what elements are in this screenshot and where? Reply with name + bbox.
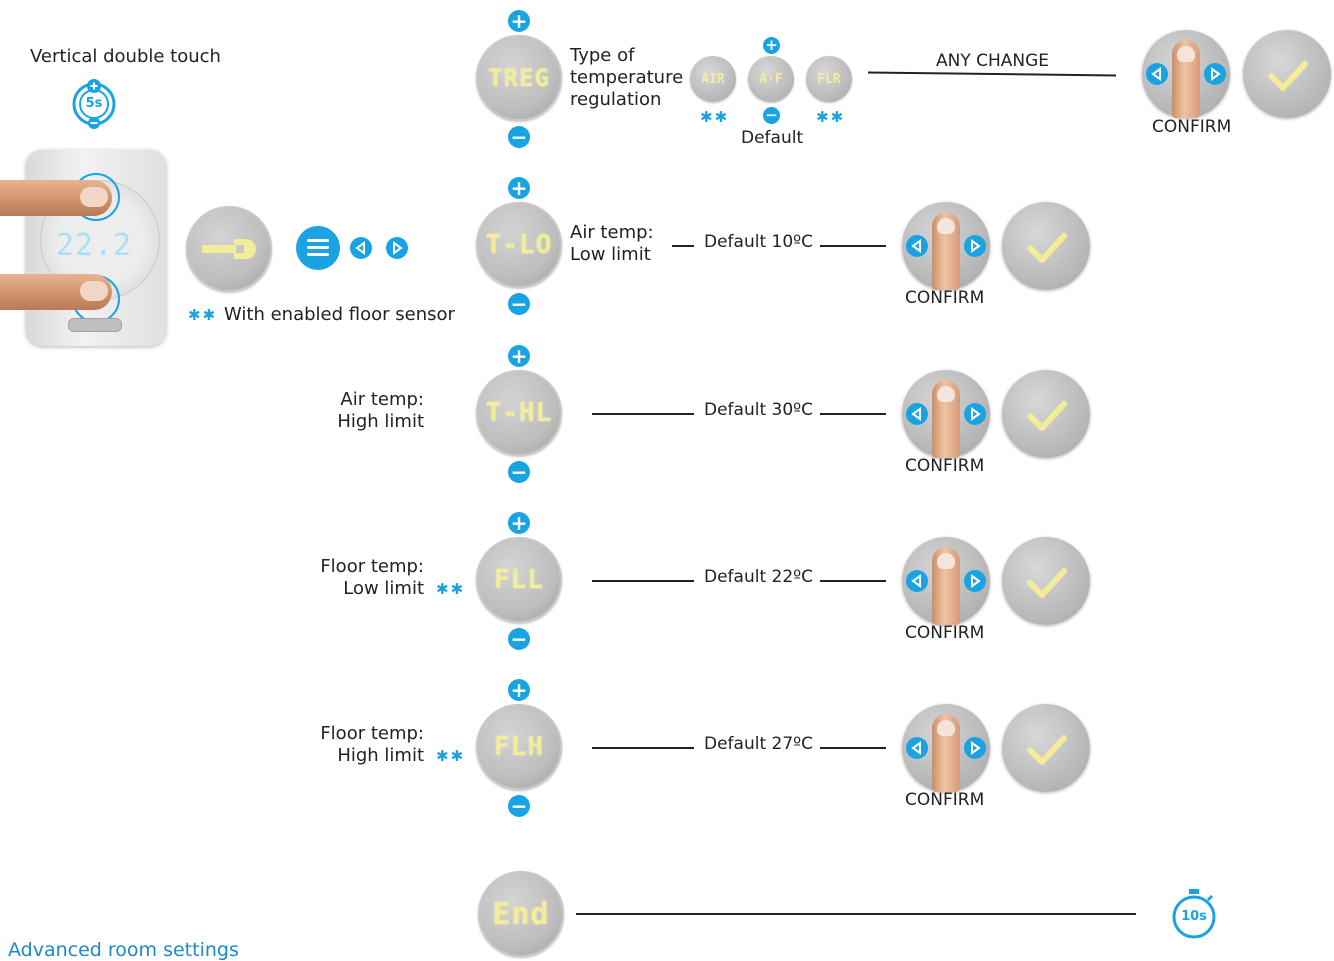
confirm-right-arrow-icon	[1204, 63, 1226, 85]
treg-confirm-label: CONFIRM	[1152, 117, 1232, 137]
row-minus-icon[interactable]: −	[508, 293, 530, 315]
row-confirm-label: CONFIRM	[905, 288, 985, 308]
option-air-label: AIR	[701, 71, 725, 87]
treg-label-1: Type of	[570, 45, 635, 66]
row-minus-icon[interactable]: −	[508, 795, 530, 817]
row-label-1: Air temp:	[570, 222, 654, 243]
row-param-code: FLL	[494, 565, 544, 595]
row-param-code: FLH	[494, 732, 544, 762]
end-button[interactable]: End	[478, 871, 564, 957]
treg-label-2: temperature	[570, 67, 684, 88]
option-af-button[interactable]: A·F	[748, 56, 794, 102]
thermostat-device: 22.2	[0, 150, 166, 346]
confirm-left-arrow-icon	[906, 737, 928, 759]
end-code: End	[492, 896, 550, 932]
row-0-param-button[interactable]: T-LO	[476, 202, 562, 288]
treg-button[interactable]: TREG	[476, 35, 562, 121]
wrench-button[interactable]	[186, 206, 272, 292]
hold-time-label: 5s	[85, 96, 103, 111]
row-default-value: Default 30ºC	[704, 400, 814, 420]
row-0-check-button[interactable]	[1002, 202, 1090, 290]
any-change-label: ANY CHANGE	[936, 51, 1050, 71]
treg-check-button[interactable]	[1243, 30, 1331, 118]
row-label-2: Low limit	[343, 578, 424, 599]
right-arrow-icon[interactable]	[386, 237, 408, 259]
air-stars-icon: ✱✱	[700, 108, 730, 126]
hold-5s-icon: 5s	[70, 78, 118, 130]
row-label-1: Floor temp:	[320, 723, 424, 744]
treg-label-3: regulation	[570, 89, 662, 110]
check-icon	[1027, 401, 1067, 431]
row-confirm-label: CONFIRM	[905, 456, 985, 476]
row-default-value: Default 27ºC	[704, 734, 814, 754]
row-label-2: High limit	[337, 411, 424, 432]
row-floor-sensor-stars-icon: ✱✱	[436, 580, 466, 598]
row-floor-sensor-stars-icon: ✱✱	[436, 747, 466, 765]
option-af-label: A·F	[759, 71, 783, 87]
row-label-1: Air temp:	[340, 389, 424, 410]
floor-sensor-stars-icon: ✱✱	[188, 306, 218, 324]
device-logo	[68, 318, 122, 332]
row-3-check-button[interactable]	[1002, 704, 1090, 792]
row-0-confirm-button[interactable]	[902, 202, 990, 290]
row-label-1: Floor temp:	[320, 556, 424, 577]
row-label-2: Low limit	[570, 244, 651, 265]
row-plus-icon[interactable]: +	[508, 177, 530, 199]
confirm-right-arrow-icon	[964, 235, 986, 257]
footer-title: Advanced room settings	[8, 939, 239, 961]
confirm-left-arrow-icon	[906, 570, 928, 592]
row-plus-icon[interactable]: +	[508, 512, 530, 534]
row-param-code: T-HL	[485, 398, 553, 428]
row-1-confirm-button[interactable]	[902, 370, 990, 458]
row-plus-icon[interactable]: +	[508, 345, 530, 367]
confirm-left-arrow-icon	[906, 403, 928, 425]
row-confirm-label: CONFIRM	[905, 790, 985, 810]
row-plus-icon[interactable]: +	[508, 679, 530, 701]
option-plus-icon[interactable]: +	[763, 37, 780, 54]
option-flr-button[interactable]: FLR	[806, 56, 852, 102]
check-icon	[1027, 568, 1067, 598]
check-icon	[1268, 61, 1308, 91]
row-minus-icon[interactable]: −	[508, 461, 530, 483]
treg-plus-icon[interactable]: +	[508, 10, 530, 32]
row-3-confirm-button[interactable]	[902, 704, 990, 792]
row-1-param-button[interactable]: T-HL	[476, 370, 562, 456]
option-flr-label: FLR	[817, 71, 841, 87]
confirm-right-arrow-icon	[964, 737, 986, 759]
option-minus-icon[interactable]: −	[763, 107, 780, 124]
timeout-label: 10s	[1181, 909, 1207, 924]
confirm-right-arrow-icon	[964, 403, 986, 425]
wrench-icon	[202, 239, 256, 259]
row-param-code: T-LO	[485, 230, 553, 260]
row-3-param-button[interactable]: FLH	[476, 704, 562, 790]
row-2-param-button[interactable]: FLL	[476, 537, 562, 623]
instruction-text: Vertical double touch	[30, 46, 221, 67]
flr-stars-icon: ✱✱	[816, 108, 846, 126]
row-confirm-label: CONFIRM	[905, 623, 985, 643]
treg-confirm-button[interactable]	[1142, 30, 1230, 118]
row-default-value: Default 10ºC	[704, 232, 814, 252]
treg-default-label: Default	[741, 128, 804, 148]
check-icon	[1027, 735, 1067, 765]
option-air-button[interactable]: AIR	[690, 56, 736, 102]
row-minus-icon[interactable]: −	[508, 628, 530, 650]
timer-10s-icon: 10s	[1170, 888, 1218, 940]
row-2-confirm-button[interactable]	[902, 537, 990, 625]
row-default-value: Default 22ºC	[704, 567, 814, 587]
device-display: 22.2	[56, 228, 133, 263]
left-arrow-icon[interactable]	[350, 237, 372, 259]
confirm-left-arrow-icon	[1146, 63, 1168, 85]
menu-icon[interactable]	[296, 226, 340, 270]
treg-code: TREG	[488, 64, 550, 92]
row-2-check-button[interactable]	[1002, 537, 1090, 625]
floor-sensor-note: With enabled floor sensor	[224, 304, 455, 325]
confirm-left-arrow-icon	[906, 235, 928, 257]
row-label-2: High limit	[337, 745, 424, 766]
check-icon	[1027, 233, 1067, 263]
confirm-right-arrow-icon	[964, 570, 986, 592]
treg-minus-icon[interactable]: −	[508, 126, 530, 148]
row-1-check-button[interactable]	[1002, 370, 1090, 458]
